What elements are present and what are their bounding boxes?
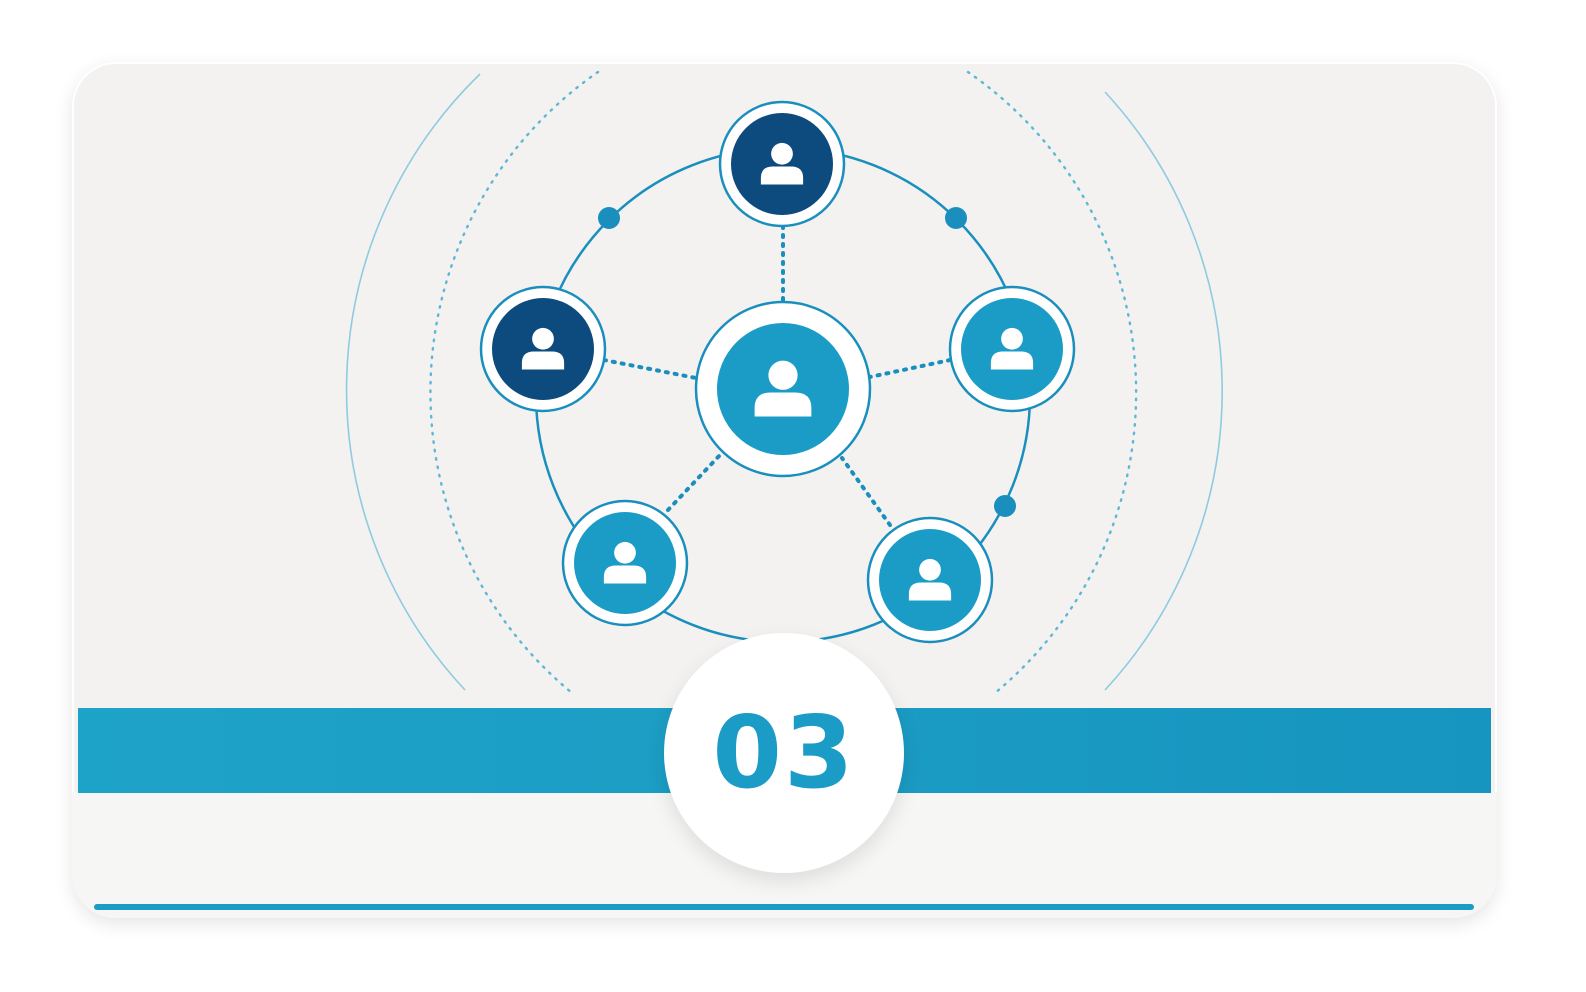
dotted-arc-left — [429, 70, 600, 695]
dotted-spokes — [602, 224, 952, 527]
ring-dot-lower-right — [994, 495, 1016, 517]
dotted-arc-right — [966, 70, 1138, 695]
bottom-accent-line — [94, 904, 1474, 910]
user-node-center — [694, 300, 872, 478]
step-number: 03 — [712, 694, 856, 811]
user-node-bottom-left — [561, 499, 689, 627]
user-node-top — [718, 100, 846, 228]
outer-arc-left — [345, 73, 481, 691]
user-node-bottom-right — [866, 516, 994, 644]
ring-dot-upper-right — [945, 207, 967, 229]
user-node-right — [948, 285, 1076, 413]
user-node-left — [479, 285, 607, 413]
outer-arc-right — [1104, 91, 1224, 691]
step-number-badge: 03 — [664, 633, 904, 873]
ring-dot-upper-left — [598, 207, 620, 229]
